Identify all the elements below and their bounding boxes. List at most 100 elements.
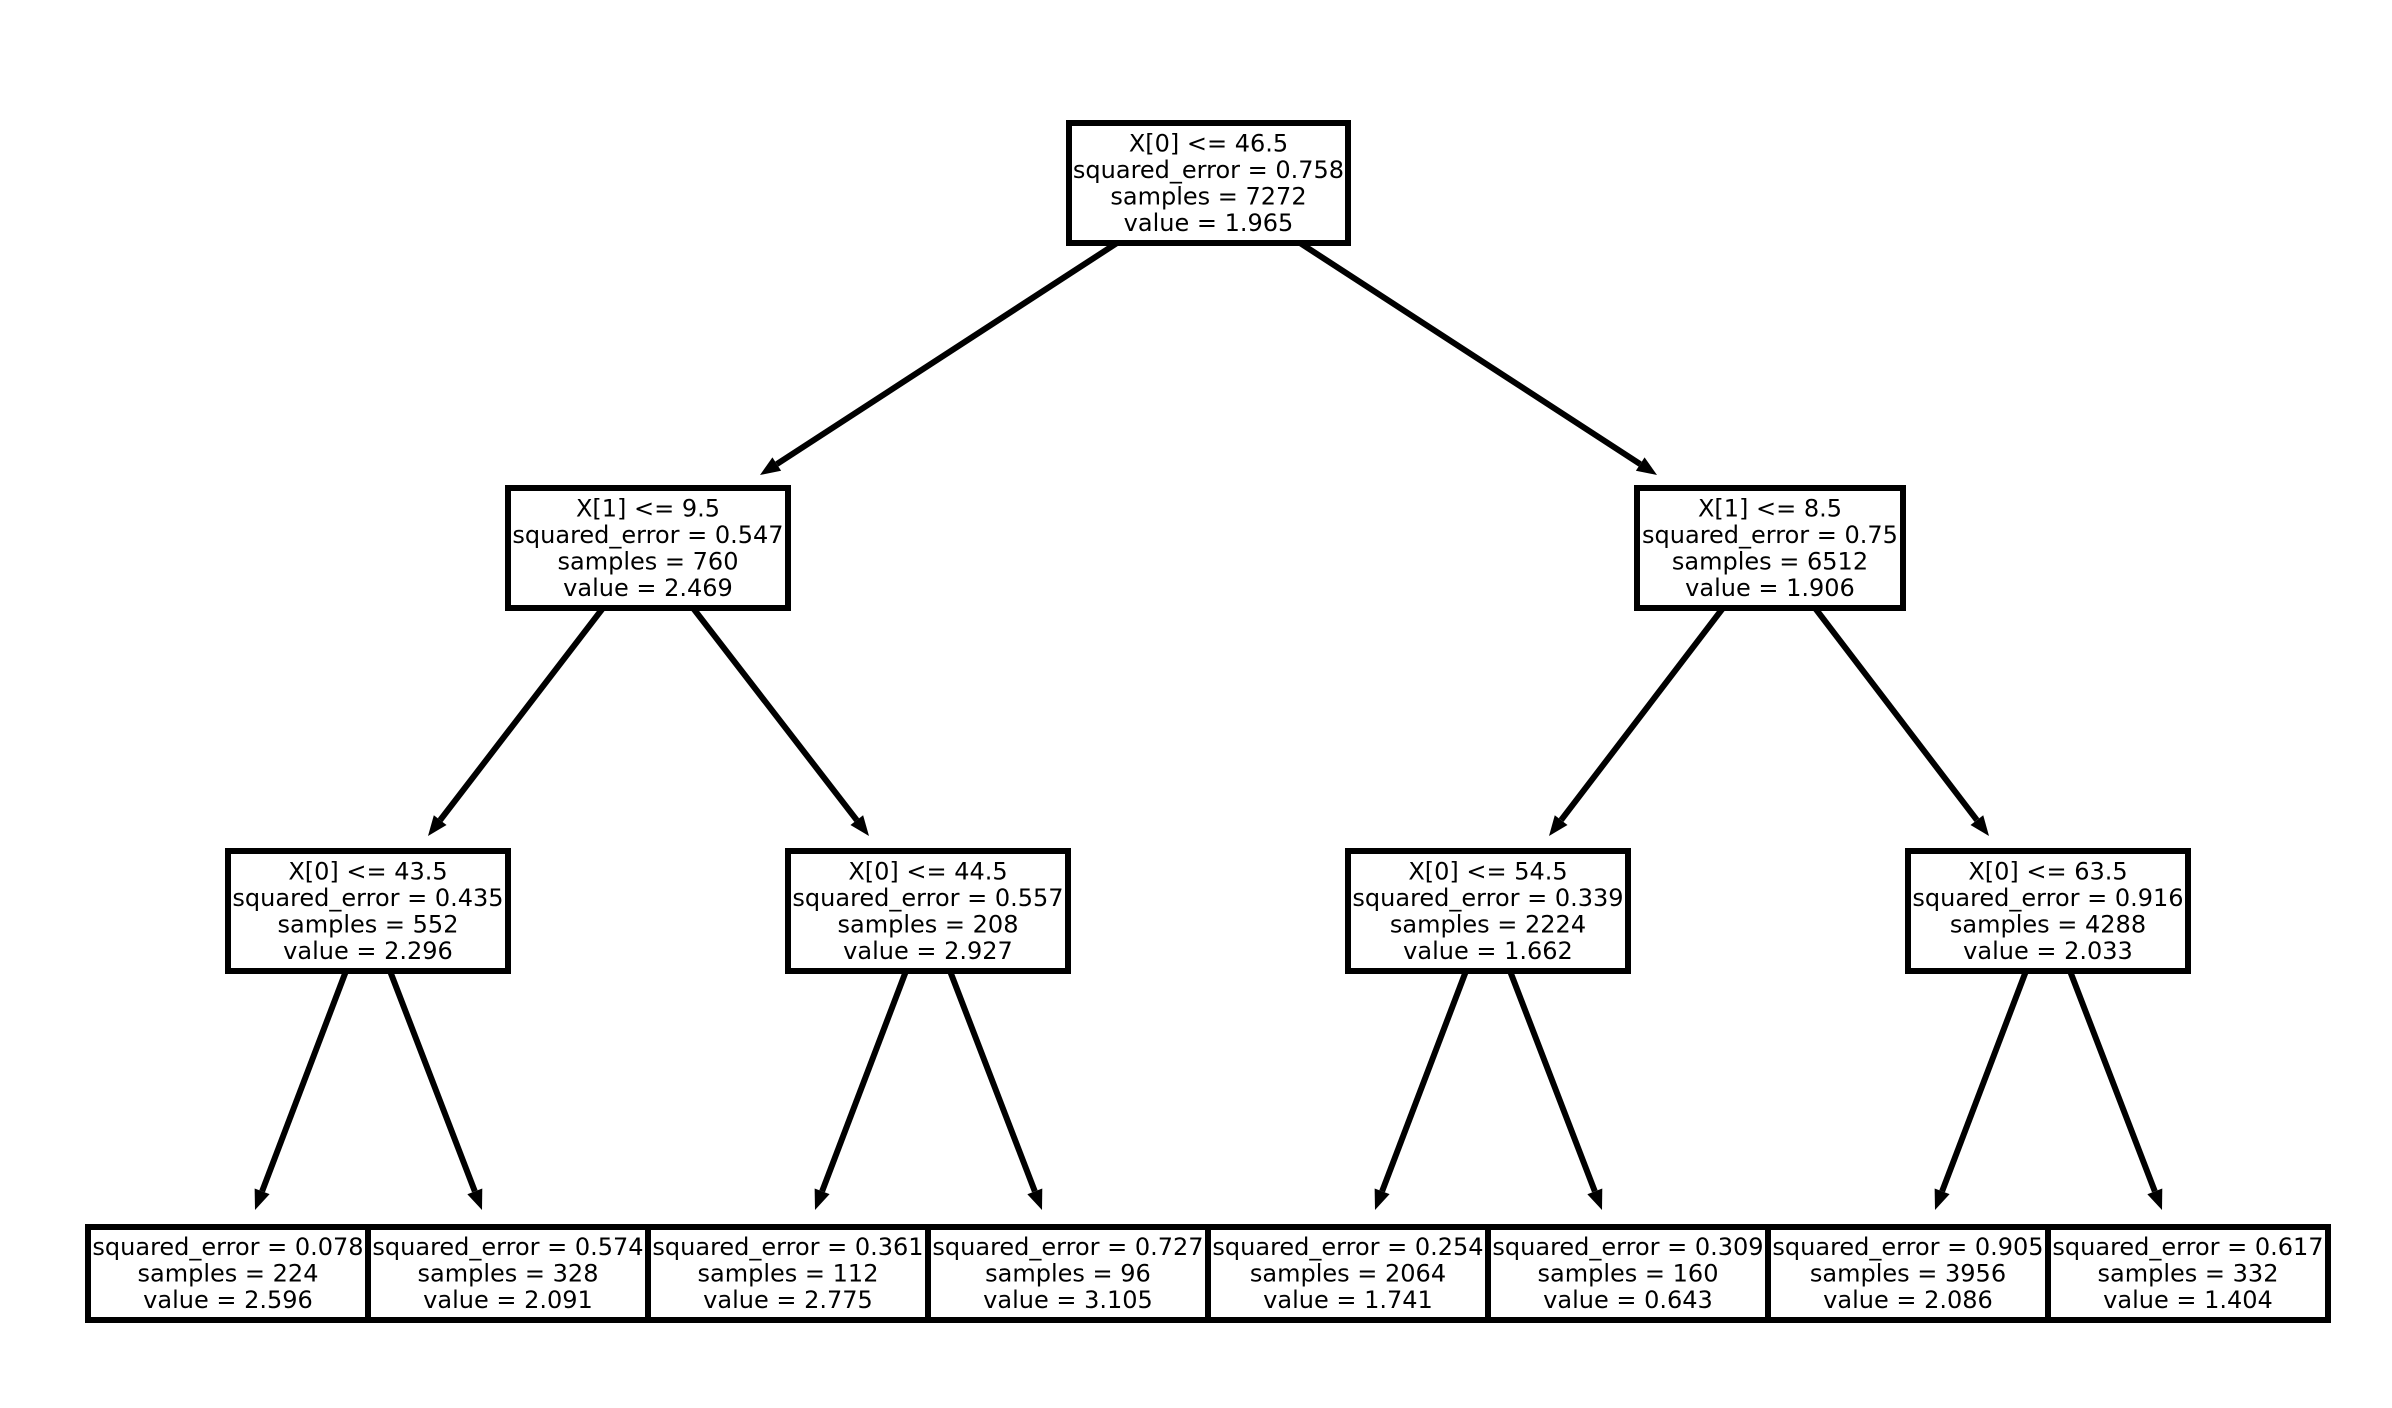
arrow-head-icon (1635, 457, 1657, 475)
edge-line (1558, 606, 1726, 822)
node-text-line: squared_error = 0.905 (1772, 1233, 2043, 1261)
edge-n5-n12 (1507, 969, 1603, 1210)
node-text-line: squared_error = 0.339 (1352, 884, 1623, 912)
node-text-line: samples = 3956 (1810, 1260, 2006, 1288)
node-text-line: X[1] <= 9.5 (576, 494, 720, 522)
arrow-head-icon (254, 1188, 270, 1210)
node-text-line: value = 2.091 (423, 1286, 593, 1314)
node-text-line: samples = 760 (558, 547, 739, 575)
node-text-line: squared_error = 0.254 (1212, 1233, 1483, 1261)
edge-n4-n9 (814, 969, 909, 1210)
node-box (1765, 1224, 2051, 1323)
node-text-line: samples = 224 (138, 1260, 319, 1288)
node-text-line: samples = 7272 (1110, 182, 1306, 210)
node-text-line: squared_error = 0.916 (1912, 884, 2183, 912)
node-text-line: squared_error = 0.557 (792, 884, 1063, 912)
node-text-line: squared_error = 0.617 (2052, 1233, 2323, 1261)
arrow-head-icon (1970, 815, 1989, 836)
node-text-line: value = 2.775 (703, 1286, 873, 1314)
node-text-line: samples = 332 (2098, 1260, 2279, 1288)
node-box (785, 848, 1071, 974)
node-text-line: value = 2.296 (283, 937, 453, 965)
edges-layer (254, 240, 2163, 1210)
node-box (1485, 1224, 1771, 1323)
arrow-head-icon (850, 815, 869, 836)
node-text-line: X[0] <= 43.5 (288, 857, 447, 885)
node-text-line: value = 2.469 (563, 574, 733, 602)
node-text-line: squared_error = 0.361 (652, 1233, 923, 1261)
node-text-line: squared_error = 0.574 (372, 1233, 643, 1261)
edge-n4-n10 (947, 969, 1043, 1210)
node-text-line: value = 2.596 (143, 1286, 313, 1314)
node-text-line: samples = 208 (838, 910, 1019, 938)
node-text-line: value = 1.741 (1263, 1286, 1433, 1314)
edge-line (2067, 969, 2158, 1193)
node-box (505, 485, 791, 611)
node-box (925, 1224, 1211, 1323)
node-text-line: value = 1.906 (1685, 574, 1855, 602)
edge-n0-n1 (760, 240, 1119, 475)
edge-n6-n13 (1934, 969, 2029, 1210)
node-text-line: samples = 552 (278, 910, 459, 938)
node-text-line: squared_error = 0.078 (92, 1233, 363, 1261)
node-text-line: samples = 4288 (1950, 910, 2146, 938)
node-text-line: value = 1.404 (2103, 1286, 2273, 1314)
edge-n5-n11 (1374, 969, 1469, 1210)
edge-line (259, 969, 349, 1193)
node-box (1634, 485, 1906, 611)
arrow-head-icon (467, 1188, 483, 1210)
arrow-head-icon (814, 1188, 830, 1210)
node-box (645, 1224, 931, 1323)
arrow-head-icon (1027, 1188, 1043, 1210)
node-text-line: samples = 160 (1538, 1260, 1719, 1288)
edge-n6-n14 (2067, 969, 2163, 1210)
edge-line (1812, 606, 1980, 822)
node-text-line: X[0] <= 44.5 (848, 857, 1007, 885)
edge-line (1298, 240, 1642, 467)
node-text-line: value = 1.965 (1124, 209, 1294, 237)
node-text-line: squared_error = 0.758 (1073, 156, 1344, 184)
edge-n3-n8 (387, 969, 483, 1210)
node-text-line: value = 2.927 (843, 937, 1013, 965)
arrow-head-icon (760, 457, 782, 475)
arrow-head-icon (1587, 1188, 1603, 1210)
edge-line (819, 969, 909, 1193)
edge-line (775, 240, 1119, 467)
node-box (1066, 120, 1351, 246)
arrow-head-icon (2147, 1188, 2163, 1210)
edge-line (1507, 969, 1598, 1193)
node-box (1205, 1224, 1491, 1323)
node-text-line: squared_error = 0.75 (1642, 521, 1898, 549)
edge-line (1939, 969, 2029, 1193)
edge-n3-n7 (254, 969, 349, 1210)
node-box (365, 1224, 651, 1323)
node-box (2045, 1224, 2331, 1323)
node-text-line: samples = 2064 (1250, 1260, 1446, 1288)
node-box (1345, 848, 1631, 974)
node-text-line: value = 2.033 (1963, 937, 2133, 965)
edge-n1-n4 (690, 606, 869, 836)
edge-line (437, 606, 606, 822)
arrow-head-icon (1374, 1188, 1390, 1210)
node-text-line: samples = 328 (418, 1260, 599, 1288)
edge-line (1379, 969, 1469, 1193)
node-text-line: squared_error = 0.547 (512, 521, 783, 549)
node-box (85, 1224, 371, 1323)
node-text-line: X[0] <= 54.5 (1408, 857, 1567, 885)
node-text-line: value = 2.086 (1823, 1286, 1993, 1314)
node-text-line: X[0] <= 46.5 (1129, 129, 1288, 157)
node-text-line: squared_error = 0.435 (232, 884, 503, 912)
edge-n0-n2 (1298, 240, 1657, 475)
